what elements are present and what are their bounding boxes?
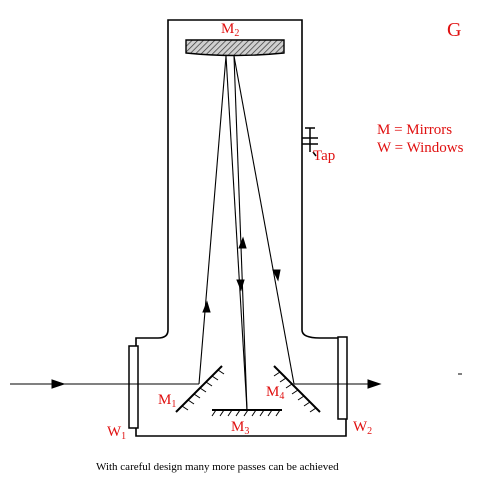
mirror-m1 (175, 365, 223, 413)
arrow-down-middle (236, 279, 245, 292)
cell-body-outline (135, 19, 347, 437)
legend-mirrors: M = Mirrors (377, 122, 453, 138)
arrow-outgoing (367, 379, 382, 389)
legend-windows: W = Windows (377, 140, 464, 156)
arrow-down-right (272, 269, 281, 282)
window-w1 (128, 345, 139, 429)
mirror-m1-hatching (181, 369, 225, 411)
arrow-up-left (202, 300, 211, 313)
arrow-incoming (51, 379, 66, 389)
mirror-m4 (273, 365, 321, 413)
figure-caption: With careful design many more passes can… (96, 461, 339, 473)
tap-valve (302, 127, 318, 157)
beam-arrows (51, 236, 382, 389)
mirror-m3-hatching (211, 409, 281, 417)
mirror-m3-label: M3 (231, 419, 250, 437)
mirror-m2 (185, 39, 285, 57)
mirror-m1-label: M1 (158, 392, 177, 410)
mirror-m2-label: M2 (221, 21, 240, 39)
tap-label: Tap (313, 148, 336, 164)
figure-letter: G (447, 19, 462, 41)
window-w2-label: W2 (353, 419, 373, 437)
mirror-m4-label: M4 (266, 384, 285, 402)
arrow-up-middle (238, 236, 247, 249)
window-w2 (337, 336, 348, 420)
light-beam (10, 55, 380, 411)
window-w1-label: W1 (107, 424, 127, 442)
mirror-m4-hatching (273, 371, 317, 413)
